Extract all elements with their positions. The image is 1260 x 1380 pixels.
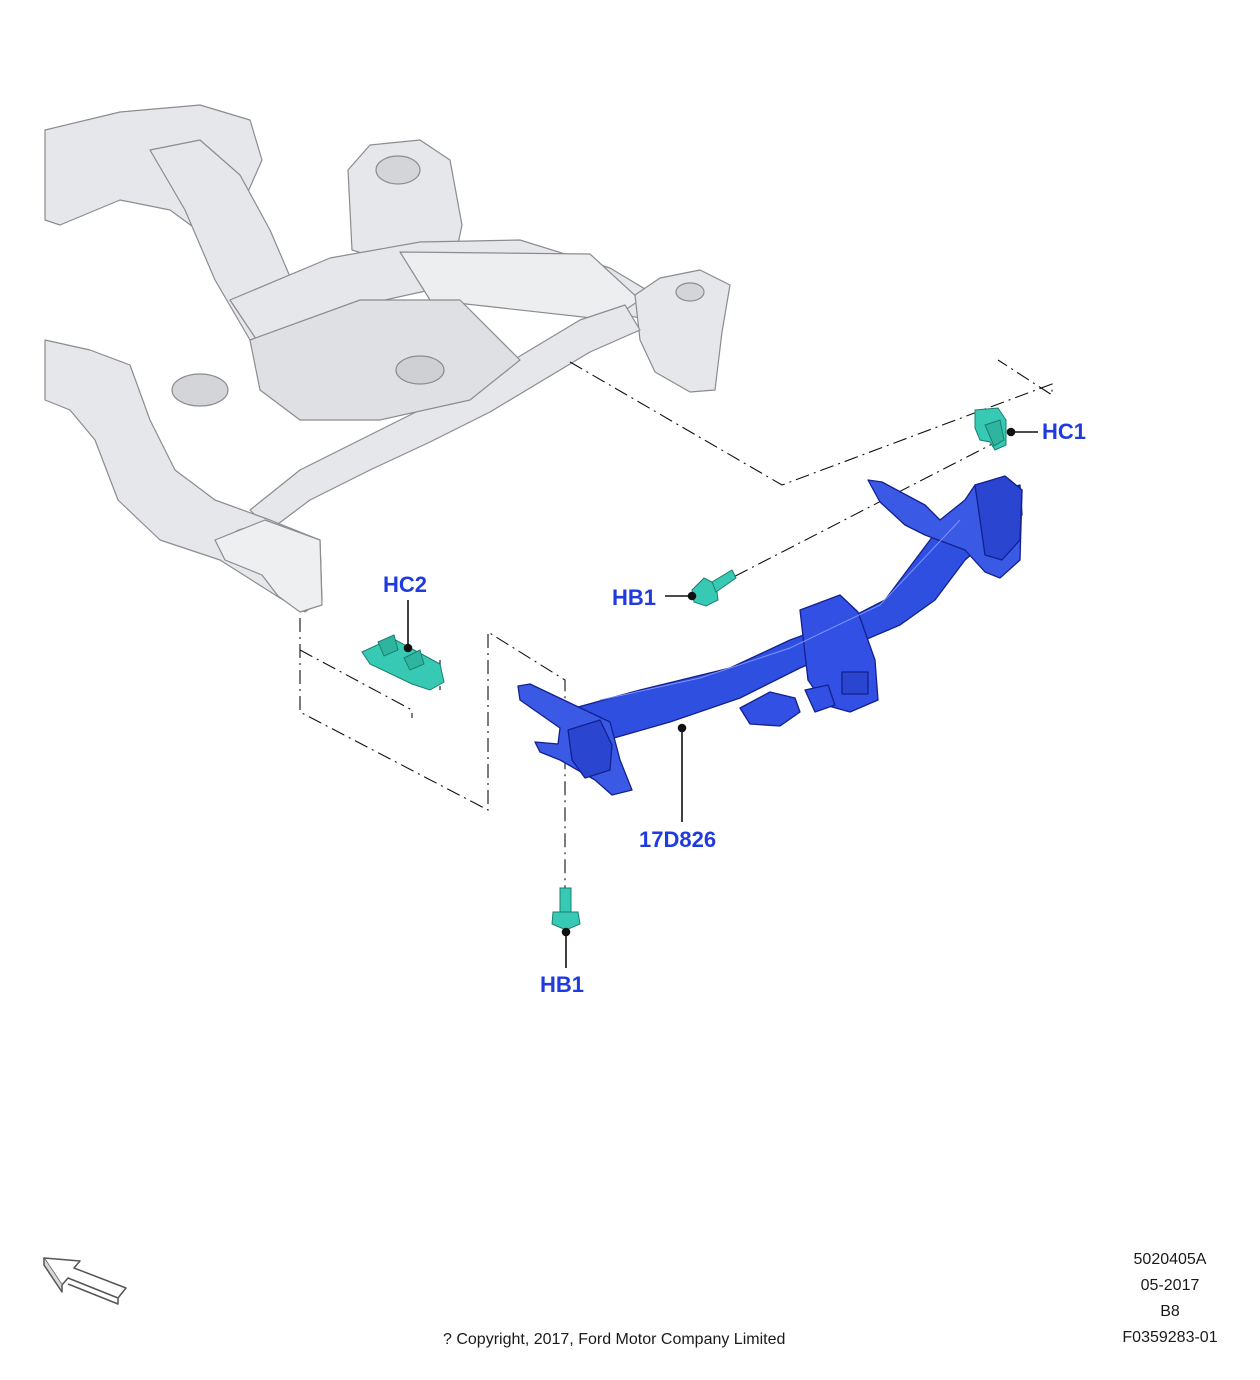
callout-hb1-lower: HB1 [540,972,585,997]
hc2-clip-part [361,634,445,691]
callout-hc2: HC2 [383,572,428,597]
vehicle-frame [44,104,731,613]
direction-arrow-icon [43,1257,127,1305]
illustration-revision: B8 [1160,1303,1180,1320]
copyright-notice: ? Copyright, 2017, Ford Motor Company Li… [443,1331,786,1348]
callout-hc1: HC1 [1042,419,1087,444]
illustration-date: 05-2017 [1140,1277,1200,1294]
callout-17d826: 17D826 [639,827,717,852]
figure-id: F0359283-01 [1122,1329,1218,1346]
hitch-highlights [599,519,961,701]
hb1-upper-bolt-part [691,569,737,607]
illustration-code: 5020405A [1133,1251,1207,1268]
hb1-lower-bolt-part [551,887,581,931]
hc1-clip-part [974,407,1007,451]
tow-hitch-receiver [517,475,1023,796]
leader-lines [403,427,1038,968]
callout-hb1-upper: HB1 [612,585,657,610]
